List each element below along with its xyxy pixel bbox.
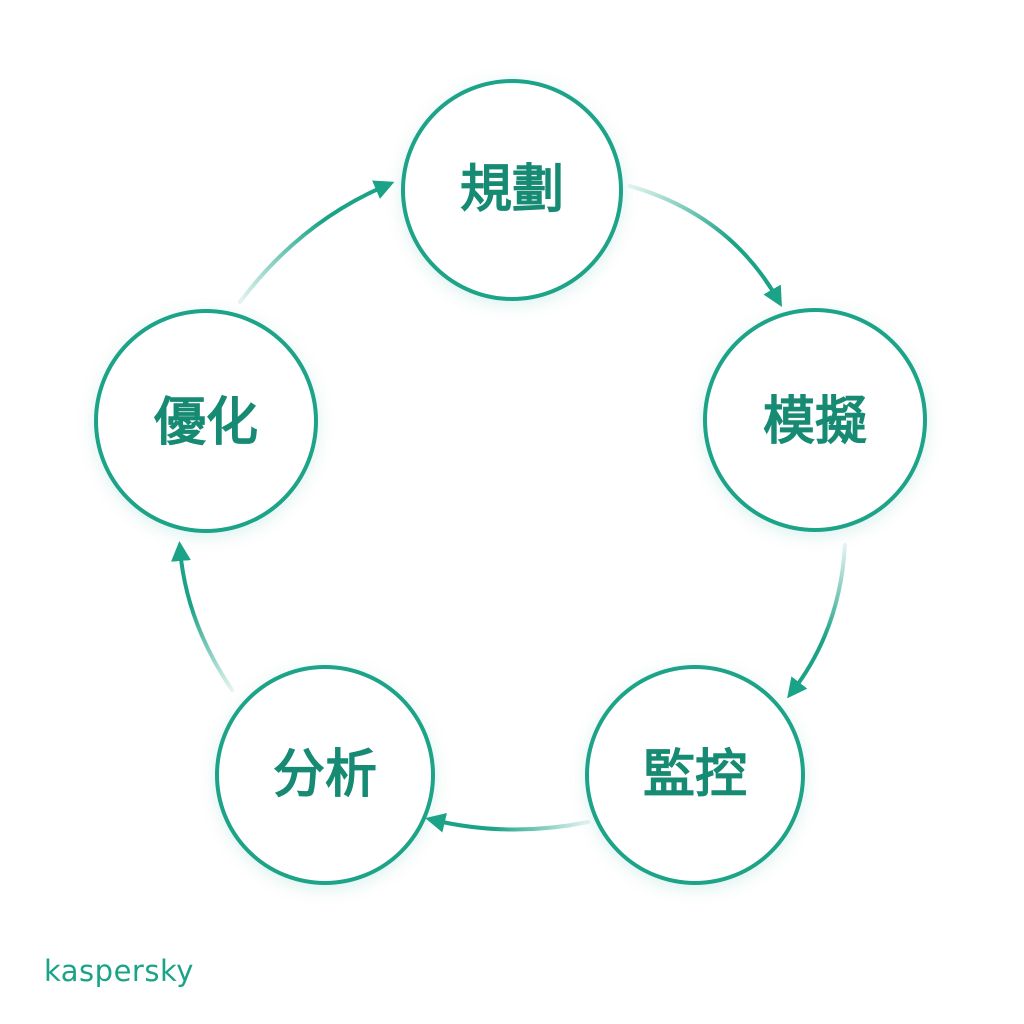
node-circle-planning xyxy=(401,79,623,301)
kaspersky-logo: kaspersky xyxy=(44,954,194,988)
node-optimization: 優化 xyxy=(94,309,318,533)
node-label-analysis: 分析 xyxy=(273,745,377,805)
arrow-planning-to-simulation xyxy=(628,184,782,307)
node-label-planning: 規劃 xyxy=(460,160,564,220)
arrow-optimization-to-planning xyxy=(238,180,395,304)
arrow-simulation-to-monitoring xyxy=(787,543,847,699)
node-circle-monitoring xyxy=(585,665,805,885)
node-label-simulation: 模擬 xyxy=(763,392,867,452)
node-label-monitoring: 監控 xyxy=(643,745,747,805)
node-planning: 規劃 xyxy=(401,79,623,301)
node-circle-simulation xyxy=(703,308,927,532)
node-simulation: 模擬 xyxy=(703,308,927,532)
node-circle-analysis xyxy=(215,665,435,885)
node-circle-optimization xyxy=(94,309,318,533)
node-label-optimization: 優化 xyxy=(153,393,258,453)
node-monitoring: 監控 xyxy=(585,665,805,885)
arrow-analysis-to-optimization xyxy=(171,541,234,692)
node-analysis: 分析 xyxy=(215,665,435,885)
arrow-monitoring-to-analysis xyxy=(425,812,590,833)
